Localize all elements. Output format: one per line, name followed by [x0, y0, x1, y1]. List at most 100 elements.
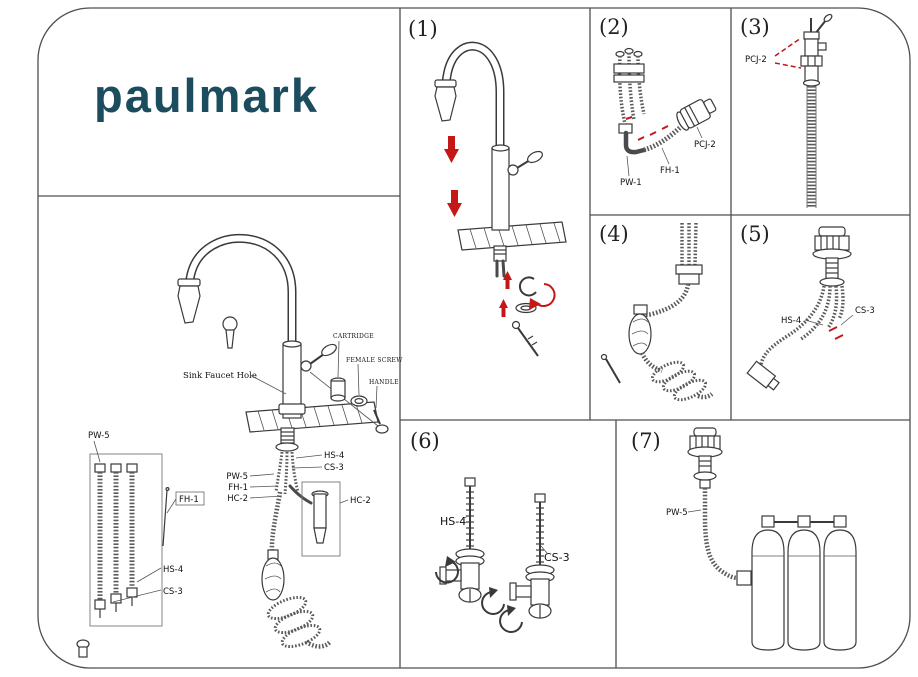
cs3-label: CS-3 — [324, 463, 344, 473]
panel-6-number: (6) — [410, 429, 440, 453]
label-sink-faucet-hole: Sink Faucet Hole — [183, 371, 287, 395]
label-fh1-rod: FH-1 — [166, 491, 205, 514]
quick-connector — [676, 98, 717, 131]
panel-7: (7) — [631, 427, 857, 651]
panel-1: (1) — [408, 17, 567, 357]
angle-valve-left — [439, 477, 485, 603]
rotate-arrow-icon — [499, 605, 523, 633]
panel-7-number: (7) — [631, 429, 661, 453]
spray-head — [177, 285, 201, 324]
spray-head — [434, 86, 457, 122]
tool-rod — [600, 353, 621, 384]
quick-valve-assembly — [800, 13, 833, 87]
exploded-parts — [309, 371, 389, 434]
cartridge-part — [330, 377, 346, 402]
supply-hose-box — [89, 453, 163, 627]
up-arrow-icon — [503, 271, 512, 289]
label-pw5-hoses: PW-5 — [88, 431, 110, 463]
braided-hose-vertical — [806, 86, 817, 208]
filter-hose — [702, 488, 739, 581]
label-hs4: HS-4 — [781, 316, 824, 326]
mounting-hardware — [511, 276, 539, 357]
panel-3: (3) PCJ-2 — [740, 13, 833, 208]
hs4-label: HS-4 — [324, 451, 344, 461]
faucet-base — [687, 427, 723, 489]
hoses — [759, 285, 845, 366]
fh1-label: FH-1 — [660, 166, 680, 176]
braided-hose-2 — [110, 463, 122, 612]
label-cs3: CS-3 — [291, 463, 344, 473]
pw5-hoses-label: PW-5 — [88, 431, 110, 441]
hc2-filter-label: HC-2 — [350, 496, 371, 506]
hc2-bundle-label: HC-2 — [227, 494, 248, 504]
faucet-drawing — [434, 41, 543, 278]
faucet-handle — [321, 343, 337, 357]
cs3-label: CS-3 — [544, 551, 570, 564]
label-hc2-filter: HC-2 — [339, 496, 371, 506]
label-hs4: HS-4 — [295, 451, 344, 461]
label-cs3: CS-3 — [540, 545, 570, 564]
faucet-base — [812, 226, 852, 287]
label-female-screw: FEMALE SCREW — [346, 357, 403, 396]
pcj2-label: PCJ-2 — [694, 140, 716, 150]
cs3-label: CS-3 — [855, 306, 875, 316]
pw5-bundle-label: PW-5 — [226, 472, 248, 482]
angle-valve-right — [509, 493, 555, 619]
hs4-label: HS-4 — [781, 316, 801, 326]
fh1-rod-label: FH-1 — [179, 495, 199, 505]
pw1-label: PW-1 — [620, 178, 642, 188]
red-dash-marks — [625, 116, 669, 141]
hose-weight — [261, 549, 285, 601]
rotate-arrow-icon — [529, 283, 556, 310]
panel-4-number: (4) — [599, 222, 629, 246]
cartridge-label: CARTRIDGE — [333, 333, 374, 340]
panel-6: (6) — [410, 429, 570, 633]
label-cartridge: CARTRIDGE — [333, 333, 374, 378]
fh1-bundle-label: FH-1 — [228, 483, 248, 493]
braided-hose-3 — [126, 463, 138, 606]
up-arrow-icon — [499, 299, 508, 317]
panel-2-number: (2) — [599, 15, 629, 39]
panel-5: (5) HS-4 — [740, 222, 875, 391]
label-pcj2: PCJ-2 — [694, 126, 716, 150]
rotate-arrow-icon — [481, 587, 505, 615]
rotate-arrow-icon — [435, 556, 459, 584]
hs4-label: HS-4 — [440, 515, 466, 528]
hose-coil — [266, 595, 332, 649]
hose-bundle — [613, 47, 646, 129]
panel-1-number: (1) — [408, 17, 438, 41]
label-fh1: FH-1 — [660, 147, 680, 176]
panel-2: (2) — [599, 15, 717, 188]
label-hs4-hose: HS-4 — [136, 565, 183, 583]
panel-3-number: (3) — [740, 15, 770, 39]
faucet-spout — [177, 233, 297, 377]
faucet-body — [278, 340, 337, 419]
hose-connector — [746, 360, 780, 391]
label-cs3-hose: CS-3 — [112, 587, 183, 603]
hs4-hose-label: HS-4 — [163, 565, 183, 575]
small-fitting — [76, 639, 90, 658]
pw5-label: PW-5 — [666, 508, 688, 518]
label-cs3: CS-3 — [840, 306, 875, 326]
frame-lines — [37, 7, 911, 669]
cs3-hose-label: CS-3 — [163, 587, 183, 597]
braided-hose-1 — [94, 463, 106, 618]
fh1-rod — [162, 487, 170, 547]
side-sprayer-part — [222, 316, 238, 349]
elbow-connector — [618, 123, 647, 155]
female-screw-label: FEMALE SCREW — [346, 357, 403, 364]
label-pw1: PW-1 — [620, 155, 642, 188]
faucet-handle — [527, 150, 543, 164]
mounting-deck — [457, 221, 567, 251]
down-arrow-icon — [444, 136, 459, 163]
label-hc2-bundle: HC-2 — [227, 494, 283, 504]
label-handle: HANDLE — [369, 379, 398, 409]
label-pcj2: PCJ-2 — [745, 37, 802, 69]
label-pw5-bundle: PW-5 — [226, 472, 275, 482]
label-fh1-bundle: FH-1 — [228, 483, 279, 493]
label-hs4: HS-4 — [440, 515, 468, 528]
hose-and-weight — [628, 222, 714, 402]
main-assembly-diagram: CARTRIDGE FEMALE SCREW HANDLE Sink Fauce… — [76, 233, 403, 658]
